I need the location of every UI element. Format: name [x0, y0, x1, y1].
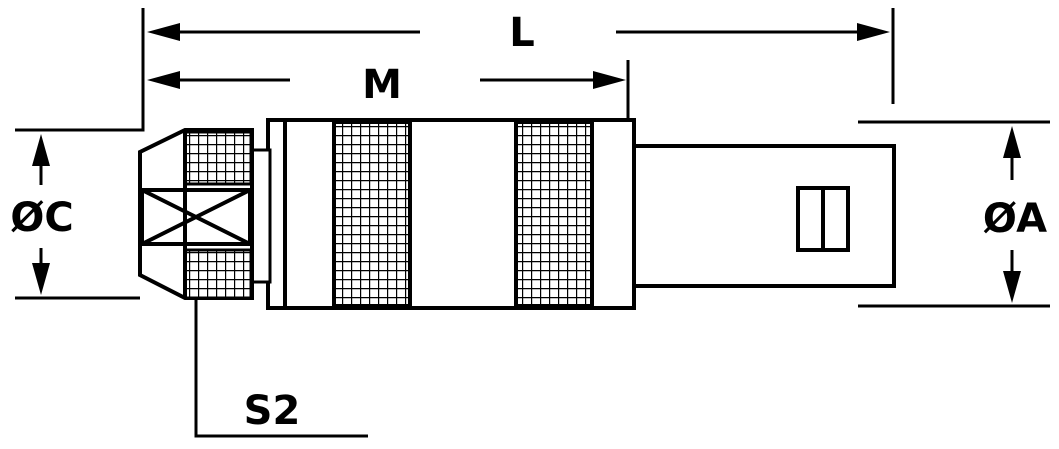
nut-knurl-top — [183, 130, 253, 186]
arrowhead-down-icon — [1003, 271, 1021, 303]
s2-leader-line — [194, 300, 368, 438]
arrowhead-right-icon — [593, 71, 626, 89]
arrowhead-left-icon — [147, 23, 180, 41]
knurled-band-left — [332, 120, 412, 308]
connector-body — [138, 118, 896, 310]
arrowhead-left-icon — [147, 71, 180, 89]
arrowhead-right-icon — [857, 23, 890, 41]
dimension-l: L — [141, 8, 895, 130]
neck — [250, 148, 272, 284]
arrowhead-up-icon — [32, 134, 50, 166]
nut-cross-line — [141, 188, 251, 246]
arrowhead-down-icon — [32, 263, 50, 295]
label-l: L — [509, 10, 535, 56]
knurled-band-right — [514, 120, 594, 308]
arrowhead-up-icon — [1003, 126, 1021, 158]
s2-callout: S2 — [194, 300, 368, 438]
extension-line-c-top — [15, 102, 145, 132]
label-m: M — [362, 62, 402, 108]
dimension-m: M — [147, 60, 630, 118]
dimension-a: ØA — [858, 120, 1050, 308]
label-s2: S2 — [244, 388, 301, 434]
label-a: ØA — [983, 196, 1047, 242]
label-c: ØC — [10, 195, 73, 241]
dimension-c: ØC — [10, 102, 145, 300]
cable-tail — [630, 144, 896, 288]
nut-knurl-bottom — [183, 248, 253, 300]
